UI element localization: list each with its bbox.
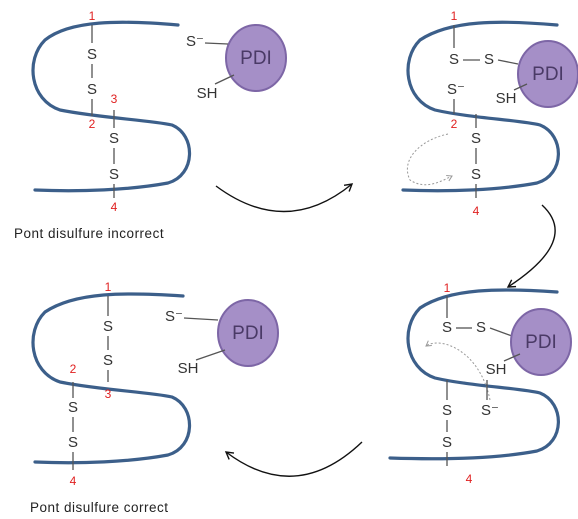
bond-line [204,42,229,45]
caption-incorrect: Pont disulfure incorrect [14,226,164,241]
sulfur-atom: S [442,434,452,451]
caption-correct: Pont disulfure correct [30,500,169,515]
position-number-1: 1 [105,280,112,294]
bond-line [195,349,226,361]
sulfur-atom: S [484,51,494,68]
position-number-1: 1 [89,9,96,23]
sulfur-atom: S [449,51,459,68]
panel-pdi-attack: 1 S S PDI SH S⁻ 2 S S 4 [401,9,578,218]
thiol-group: SH [178,360,199,377]
position-number-2: 2 [70,362,77,376]
thiol-group: SH [496,90,517,107]
bond-line [497,59,519,65]
position-number-2: 2 [451,117,458,131]
position-number-4: 4 [473,204,480,218]
position-number-1: 1 [451,9,458,23]
sulfur-atom: S [103,352,113,369]
thiolate-group: S⁻ [447,81,465,98]
reaction-arrow [506,204,556,288]
sulfur-atom: S [471,130,481,147]
sulfur-atom: S [103,318,113,335]
thiolate-group: S⁻ [165,308,183,325]
pdi-label: PDI [232,323,264,344]
electron-transfer-arrow [407,133,453,186]
bond-line [489,327,513,337]
sulfur-atom: S [87,46,97,63]
sulfur-atom: S [442,319,452,336]
protein-chain [31,292,192,465]
thiolate-group: S⁻ [481,402,499,419]
thiolate-group: S⁻ [186,33,204,50]
sulfur-atom: S [476,319,486,336]
protein-chain [388,288,560,461]
sulfur-atom: S [68,434,78,451]
pdi-enzyme [517,40,578,108]
thiol-group: SH [197,85,218,102]
position-number-3: 3 [105,387,112,401]
pdi-enzyme [217,299,279,367]
pdi-label: PDI [525,332,557,353]
position-number-2: 2 [89,117,96,131]
reaction-arrow [215,183,354,213]
sulfur-atom: S [442,402,452,419]
panel-incorrect: 1 S S 2 3 S S 4 PDI S⁻ SH Pont disulfure… [14,9,287,241]
pdi-label: PDI [240,48,272,69]
sulfur-atom: S [68,399,78,416]
position-number-3: 3 [111,92,118,106]
position-number-4: 4 [70,474,77,488]
panel-correct: 1 S S 3 2 S S 4 PDI S⁻ SH Pont disulfure… [30,280,279,515]
pdi-enzyme [510,308,572,376]
pdi-enzyme [225,24,287,92]
reaction-arrow [224,441,363,477]
pdi-label: PDI [532,64,564,85]
sulfur-atom: S [109,166,119,183]
electron-transfer-arrow [425,340,491,401]
sulfur-atom: S [109,130,119,147]
thiol-group: SH [486,361,507,378]
bond-line [183,317,219,321]
panel-rearrangement: 1 S S PDI SH S S 4 S⁻ [388,281,572,486]
protein-chain [401,20,560,193]
sulfur-atom: S [471,166,481,183]
position-number-4: 4 [111,200,118,214]
protein-chain [31,20,192,193]
sulfur-atom: S [87,81,97,98]
bond-line [503,353,521,362]
bond-line [513,83,528,91]
bond-line [214,74,235,85]
position-number-1: 1 [444,281,451,295]
position-number-4: 4 [466,472,473,486]
